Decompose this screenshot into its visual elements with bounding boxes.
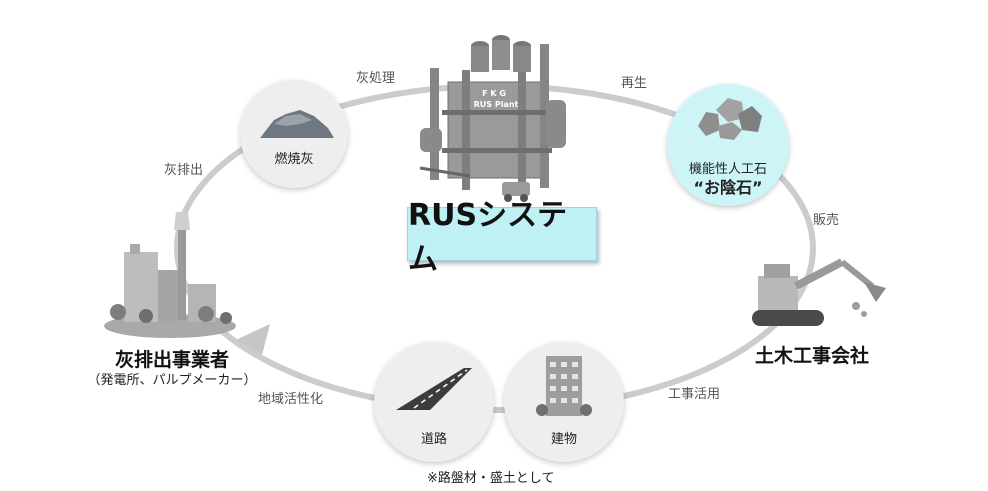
factory-illustration [104, 212, 236, 338]
edge-sales: 販売 [813, 213, 840, 228]
edge-construction-use: 工事活用 [668, 387, 721, 402]
edge-ash-emission: 灰排出 [164, 163, 204, 178]
product-label-line2: “お陰石” [693, 178, 763, 197]
stone-illustration [698, 98, 762, 140]
ash-pile-illustration [260, 110, 334, 138]
emitter-label: 灰排出事業者 [114, 349, 229, 371]
building-label: 建物 [550, 432, 577, 447]
road-label: 道路 [420, 432, 447, 447]
plant-sign-1: F K G [482, 89, 506, 98]
building-illustration [536, 356, 592, 416]
footnote: ※路盤材・盛土として [427, 471, 555, 486]
edge-regional-revitalization: 地域活性化 [258, 392, 324, 407]
flow-arrowhead [236, 324, 270, 355]
ash-label: 燃焼灰 [274, 152, 314, 167]
civil-company-label: 土木工事会社 [754, 345, 869, 367]
road-illustration [396, 368, 472, 410]
excavator-illustration [752, 258, 886, 326]
plant-sign-2: RUS Plant [474, 100, 519, 109]
edge-ash-processing: 灰処理 [356, 71, 396, 86]
plant-illustration [419, 35, 566, 202]
edge-regeneration: 再生 [621, 76, 648, 91]
emitter-sublabel: （発電所、パルプメーカー） [87, 373, 257, 388]
rus-system-title: RUSシステム [407, 198, 597, 277]
product-label-line1: 機能性人工石 [688, 162, 767, 177]
